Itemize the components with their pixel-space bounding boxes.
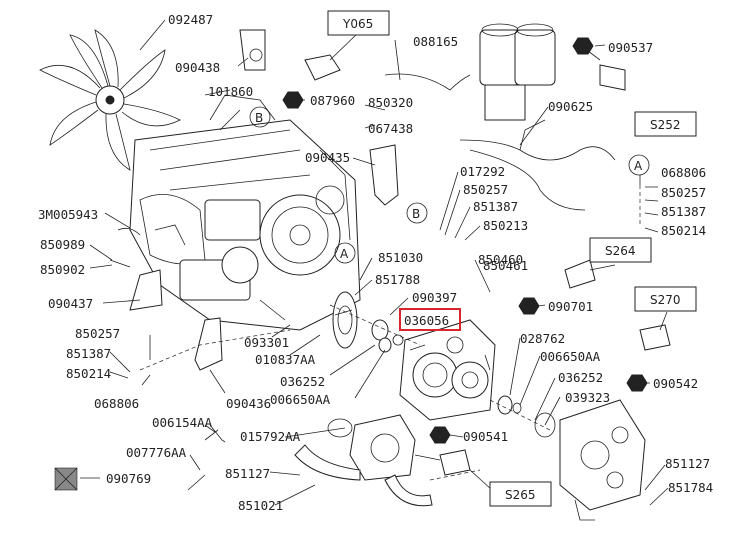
part-number-label[interactable]: 090542 [653, 376, 698, 391]
part-number-label[interactable]: 851021 [238, 498, 283, 513]
part-number-label[interactable]: 851387 [661, 204, 706, 219]
part-number-label[interactable]: 090436 [226, 396, 271, 411]
part-number-label[interactable]: 3M005943 [38, 207, 98, 222]
part-number-label[interactable]: 850214 [66, 366, 111, 381]
sensor-box-s264[interactable]: S264 [589, 237, 652, 263]
sensor-box-s270[interactable]: S270 [634, 286, 697, 312]
part-number-label[interactable]: 036056 [404, 313, 449, 328]
part-number-label[interactable]: 017292 [460, 164, 505, 179]
highlight-box [399, 308, 461, 331]
part-number-label[interactable]: 850461 [483, 258, 528, 273]
part-number-label[interactable]: 850214 [661, 223, 706, 238]
part-number-label[interactable]: 093301 [244, 335, 289, 350]
flange-illustration [332, 291, 556, 438]
part-number-label[interactable]: 028762 [520, 331, 565, 346]
callout-a-mid: A [334, 242, 356, 264]
part-number-label[interactable]: 090541 [463, 429, 508, 444]
part-number-label[interactable]: 101860 [208, 84, 253, 99]
part-number-label[interactable]: 851788 [375, 272, 420, 287]
part-number-label[interactable]: 850257 [661, 185, 706, 200]
part-number-label[interactable]: 090438 [175, 60, 220, 75]
part-number-labels: 092487 090438 101860 087960 088165 090537 8503… [38, 12, 713, 513]
sensor-box-s252[interactable]: S252 [634, 111, 697, 137]
part-number-label[interactable]: 007776AA [126, 445, 187, 460]
callout-b-mid: B [406, 202, 428, 224]
part-number-label[interactable]: 039323 [565, 390, 610, 405]
part-number-label[interactable]: 850902 [40, 262, 85, 277]
fan-illustration [39, 29, 181, 171]
hex-nuts [282, 37, 648, 444]
part-number-label[interactable]: 036252 [558, 370, 603, 385]
callout-a-right: A [628, 154, 650, 176]
part-number-label[interactable]: 090435 [305, 150, 350, 165]
callout-a-mid-label: A [340, 247, 349, 261]
lower-pump-illustration [294, 414, 441, 507]
part-number-label[interactable]: 068806 [94, 396, 139, 411]
part-number-label[interactable]: 851127 [665, 456, 710, 471]
fuel-filter-illustration [479, 23, 556, 121]
part-number-label[interactable]: 850460 [478, 252, 523, 267]
part-number-label[interactable]: 090625 [548, 99, 593, 114]
part-number-label[interactable]: 851127 [225, 466, 270, 481]
part-number-label[interactable]: 088165 [413, 34, 458, 49]
sensor-box-y065[interactable]: Y065 [327, 10, 390, 36]
leader-lines [80, 19, 669, 506]
part-number-label[interactable]: 850257 [75, 326, 120, 341]
sensor-box-s264-label: S264 [605, 244, 636, 258]
part-number-label[interactable]: 850257 [463, 182, 508, 197]
part-number-label[interactable]: 090701 [548, 299, 593, 314]
part-number-label[interactable]: 090397 [412, 290, 457, 305]
sensor-box-s265-label: S265 [505, 488, 536, 502]
part-number-label[interactable]: 015792AA [240, 429, 301, 444]
part-number-label[interactable]: 067438 [368, 121, 413, 136]
valve-block-illustration [559, 399, 646, 521]
sensor-parts [304, 54, 671, 476]
engine-illustration [129, 94, 361, 331]
part-number-label[interactable]: 092487 [168, 12, 213, 27]
part-number-label[interactable]: 006154AA [152, 415, 213, 430]
part-number-label[interactable]: 851387 [473, 199, 518, 214]
part-number-label[interactable]: 090537 [608, 40, 653, 55]
part-number-label[interactable]: 036252 [280, 374, 325, 389]
part-number-label[interactable]: 087960 [310, 93, 355, 108]
part-number-label[interactable]: 090437 [48, 296, 93, 311]
part-number-label[interactable]: 006650AA [540, 349, 601, 364]
sensor-box-s265[interactable]: S265 [489, 481, 552, 507]
part-number-label[interactable]: 850213 [483, 218, 528, 233]
callout-b-mid-label: B [412, 207, 420, 221]
part-number-label[interactable]: 006650AA [270, 392, 331, 407]
callout-b-top: B [249, 106, 271, 128]
part-number-label[interactable]: 851030 [378, 250, 423, 265]
callout-a-right-label: A [634, 159, 643, 173]
part-number-label[interactable]: 851784 [668, 480, 713, 495]
callout-b-top-label: B [255, 111, 263, 125]
part-number-label[interactable]: 068806 [661, 165, 706, 180]
part-number-label[interactable]: 851387 [66, 346, 111, 361]
pump-illustration [399, 319, 496, 421]
sensor-box-y065-label: Y065 [342, 17, 373, 31]
part-number-label[interactable]: 010837AA [255, 352, 316, 367]
small-parts-illustration [54, 29, 471, 491]
sensor-box-s252-label: S252 [650, 118, 681, 132]
part-number-label[interactable]: 090769 [106, 471, 151, 486]
part-number-label[interactable]: 850989 [40, 237, 85, 252]
part-number-label[interactable]: 850320 [368, 95, 413, 110]
sensor-box-s270-label: S270 [650, 293, 681, 307]
